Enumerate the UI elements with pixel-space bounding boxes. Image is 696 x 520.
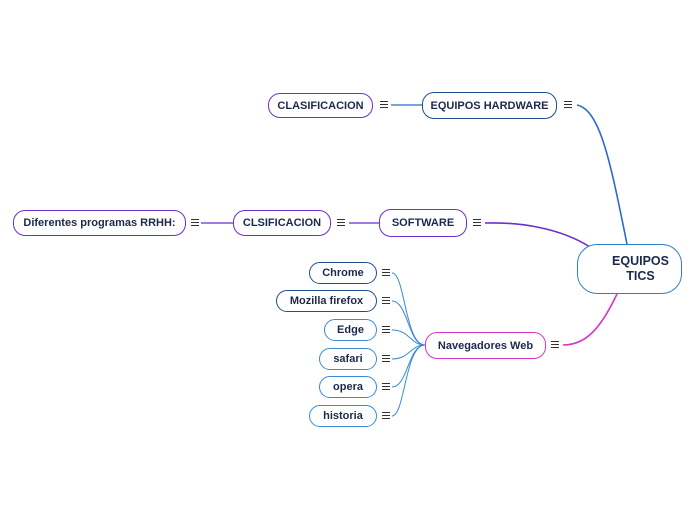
hamburger-menu-icon[interactable] bbox=[564, 101, 572, 109]
hamburger-menu-icon[interactable] bbox=[382, 383, 390, 391]
link-root-navegadores bbox=[562, 293, 618, 346]
node-label: safari bbox=[333, 353, 363, 365]
hamburger-menu-icon[interactable] bbox=[380, 101, 388, 109]
node-clsificacion[interactable]: CLSIFICACION bbox=[233, 210, 331, 236]
hamburger-menu-icon[interactable] bbox=[382, 297, 390, 305]
link-root-software bbox=[484, 222, 591, 248]
node-label: Mozilla firefox bbox=[289, 295, 364, 307]
hamburger-menu-icon[interactable] bbox=[473, 219, 481, 227]
node-label: SOFTWARE bbox=[391, 217, 455, 229]
hamburger-menu-icon[interactable] bbox=[382, 269, 390, 277]
hamburger-menu-icon[interactable] bbox=[382, 326, 390, 334]
link-nav-opera bbox=[391, 344, 426, 388]
node-equipos-hardware[interactable]: EQUIPOS HARDWARE bbox=[422, 92, 557, 119]
node-historia[interactable]: historia bbox=[309, 405, 377, 427]
node-diferentes-programas[interactable]: Diferentes programas RRHH: bbox=[13, 210, 186, 236]
link-nav-firefox bbox=[391, 300, 426, 346]
hamburger-menu-icon[interactable] bbox=[191, 219, 199, 227]
node-chrome[interactable]: Chrome bbox=[309, 262, 377, 284]
link-nav-chrome bbox=[391, 272, 426, 346]
node-safari[interactable]: safari bbox=[319, 348, 377, 370]
node-label: CLASIFICACION bbox=[277, 99, 364, 112]
link-nav-historia bbox=[391, 344, 426, 417]
node-label: EQUIPOS HARDWARE bbox=[430, 99, 549, 112]
link-root-hardware bbox=[576, 104, 628, 245]
node-label: Edge bbox=[337, 324, 364, 336]
hamburger-menu-icon[interactable] bbox=[551, 341, 559, 349]
hamburger-menu-icon[interactable] bbox=[382, 412, 390, 420]
node-label: Navegadores Web bbox=[437, 339, 534, 352]
node-label: historia bbox=[323, 410, 363, 422]
node-mozilla-firefox[interactable]: Mozilla firefox bbox=[276, 290, 377, 312]
node-label: Diferentes programas RRHH: bbox=[23, 217, 176, 229]
node-label: Chrome bbox=[322, 267, 364, 279]
node-opera[interactable]: opera bbox=[319, 376, 377, 398]
node-clasificacion[interactable]: CLASIFICACION bbox=[268, 93, 373, 118]
node-software[interactable]: SOFTWARE bbox=[379, 209, 467, 237]
hamburger-menu-icon[interactable] bbox=[337, 219, 345, 227]
link-nav-edge bbox=[391, 329, 426, 346]
root-node[interactable]: EQUIPOS TICS bbox=[577, 244, 682, 294]
node-label: opera bbox=[333, 381, 363, 393]
hamburger-menu-icon[interactable] bbox=[382, 355, 390, 363]
root-label: EQUIPOS TICS bbox=[612, 254, 669, 283]
node-navegadores-web[interactable]: Navegadores Web bbox=[425, 332, 546, 359]
node-label: CLSIFICACION bbox=[242, 217, 322, 229]
node-edge[interactable]: Edge bbox=[324, 319, 377, 341]
